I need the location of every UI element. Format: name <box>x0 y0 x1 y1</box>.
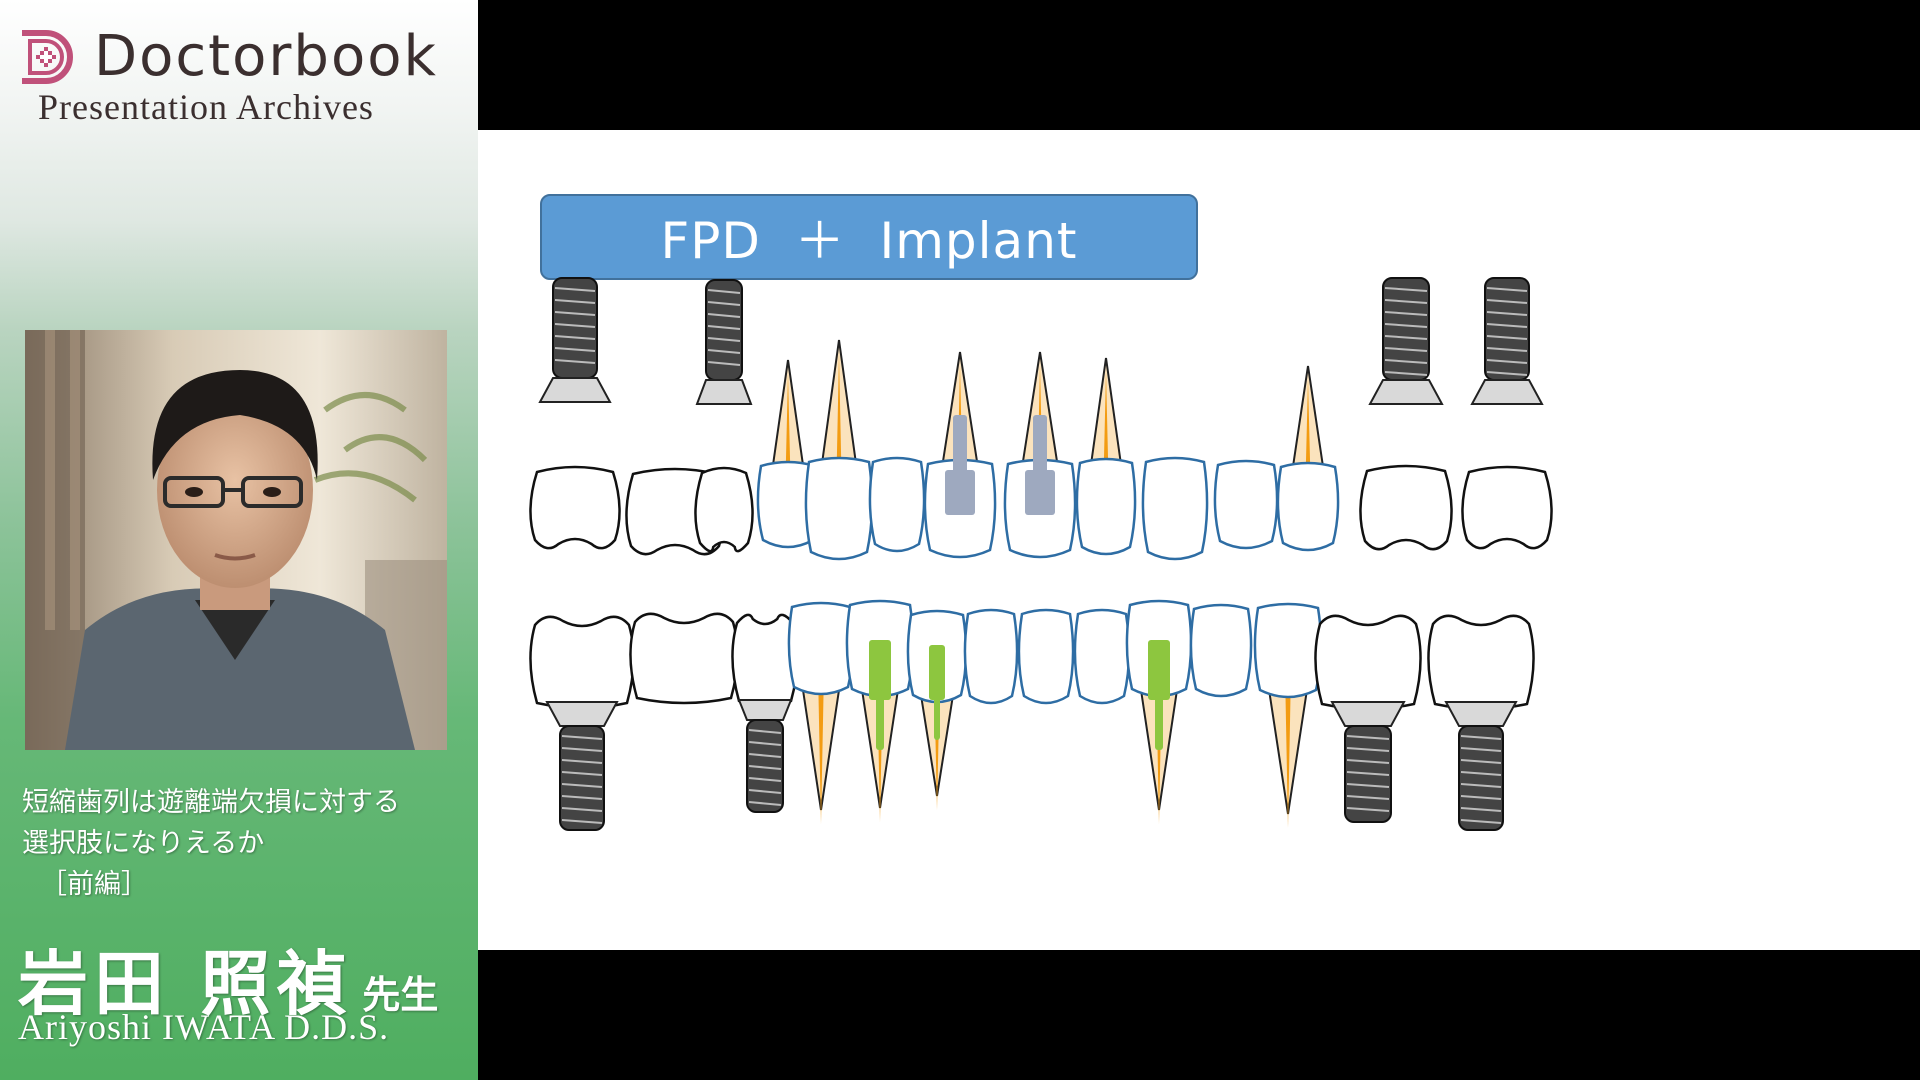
sidebar: Doctorbook Presentation Archives <box>0 0 478 1080</box>
implant-crown-upper-13 <box>1359 464 1453 551</box>
implant-abutment-lower-3 <box>737 699 793 721</box>
speaker-video-frame <box>25 330 447 750</box>
implant-fixture-lower-1 <box>559 725 605 831</box>
presentation-slide: FPD ＋ Implant <box>478 130 1920 950</box>
implant-abutment-upper-14 <box>1470 379 1544 405</box>
implant-crown-upper-14 <box>1461 465 1553 550</box>
implant-abutment-lower-14 <box>1444 701 1518 727</box>
talk-title-line: 短縮歯列は遊離端欠損に対する <box>22 787 400 818</box>
implant-crown-upper-1 <box>529 465 621 550</box>
speaker-photo-image <box>25 330 447 750</box>
metal-core-upper-7 <box>945 470 975 515</box>
talk-title-line: 選択肢になりえるか <box>22 828 265 859</box>
implant-abutment-lower-1 <box>545 701 619 727</box>
implant-fixture-lower-14 <box>1458 725 1504 831</box>
implant-fixture-lower-3 <box>746 719 784 813</box>
implant-abutment-upper-3 <box>695 379 753 405</box>
implant-abutment-upper-13 <box>1368 379 1444 405</box>
root-lower-4-pulp <box>818 670 824 824</box>
implant-crown-lower-14 <box>1427 614 1535 711</box>
crown-lower-12 <box>1253 602 1323 699</box>
fiber-core-lower-5 <box>869 640 891 700</box>
pontic-crown-lower-2 <box>629 612 739 705</box>
implant-fixture-lower-13 <box>1344 725 1392 823</box>
slide-title: FPD ＋ Implant <box>660 212 1078 270</box>
brand-subtitle: Presentation Archives <box>38 87 374 127</box>
implant-abutment-lower-13 <box>1330 701 1406 727</box>
brand-logo: Doctorbook <box>16 22 438 92</box>
crown-upper-11 <box>1213 459 1279 550</box>
crown-lower-8 <box>1017 608 1075 705</box>
crown-lower-4 <box>787 601 855 696</box>
implant-fixture-upper-3 <box>705 279 743 381</box>
crown-upper-10 <box>1141 456 1209 561</box>
speaker-name-jp: 岩田 照禎 <box>18 942 353 1025</box>
crown-lower-9 <box>1073 608 1131 705</box>
fiber-post-lower-5 <box>876 690 884 750</box>
crown-upper-5 <box>804 456 874 561</box>
fiber-core-lower-6 <box>929 645 945 700</box>
slide-title-box: FPD ＋ Implant <box>540 194 1198 280</box>
fiber-post-lower-6 <box>934 690 940 740</box>
speaker-name-en: Ariyoshi IWATA D.D.S. <box>18 1007 390 1047</box>
brand-name: Doctorbook <box>94 24 438 89</box>
talk-part-label: ［前編］ <box>40 869 148 900</box>
talk-title: 短縮歯列は遊離端欠損に対する 選択肢になりえるか ［前編］ <box>22 782 462 905</box>
crown-upper-12 <box>1276 461 1340 552</box>
fiber-core-lower-10 <box>1148 640 1170 700</box>
implant-fixture-upper-14 <box>1484 277 1530 381</box>
root-lower-12-pulp <box>1285 670 1291 828</box>
crown-lower-7 <box>963 608 1019 705</box>
implant-fixture-upper-1 <box>552 277 598 379</box>
speaker-name: 岩田 照禎先生 <box>18 928 438 1029</box>
fiber-post-lower-10 <box>1155 690 1163 750</box>
crown-upper-9 <box>1075 457 1137 556</box>
dental-chart-diagram <box>529 277 1553 831</box>
implant-fixture-upper-13 <box>1382 277 1430 381</box>
crown-upper-6 <box>868 456 926 553</box>
implant-crown-lower-1 <box>529 615 635 710</box>
implant-crown-lower-13 <box>1314 614 1422 711</box>
implant-crown-lower-3 <box>731 613 799 708</box>
crown-lower-11 <box>1189 603 1253 698</box>
doctorbook-logo-icon <box>22 30 73 84</box>
metal-core-upper-8 <box>1025 470 1055 515</box>
implant-abutment-upper-1 <box>538 377 612 403</box>
implant-crown-upper-3 <box>694 466 754 553</box>
speaker-honorific: 先生 <box>362 972 439 1017</box>
